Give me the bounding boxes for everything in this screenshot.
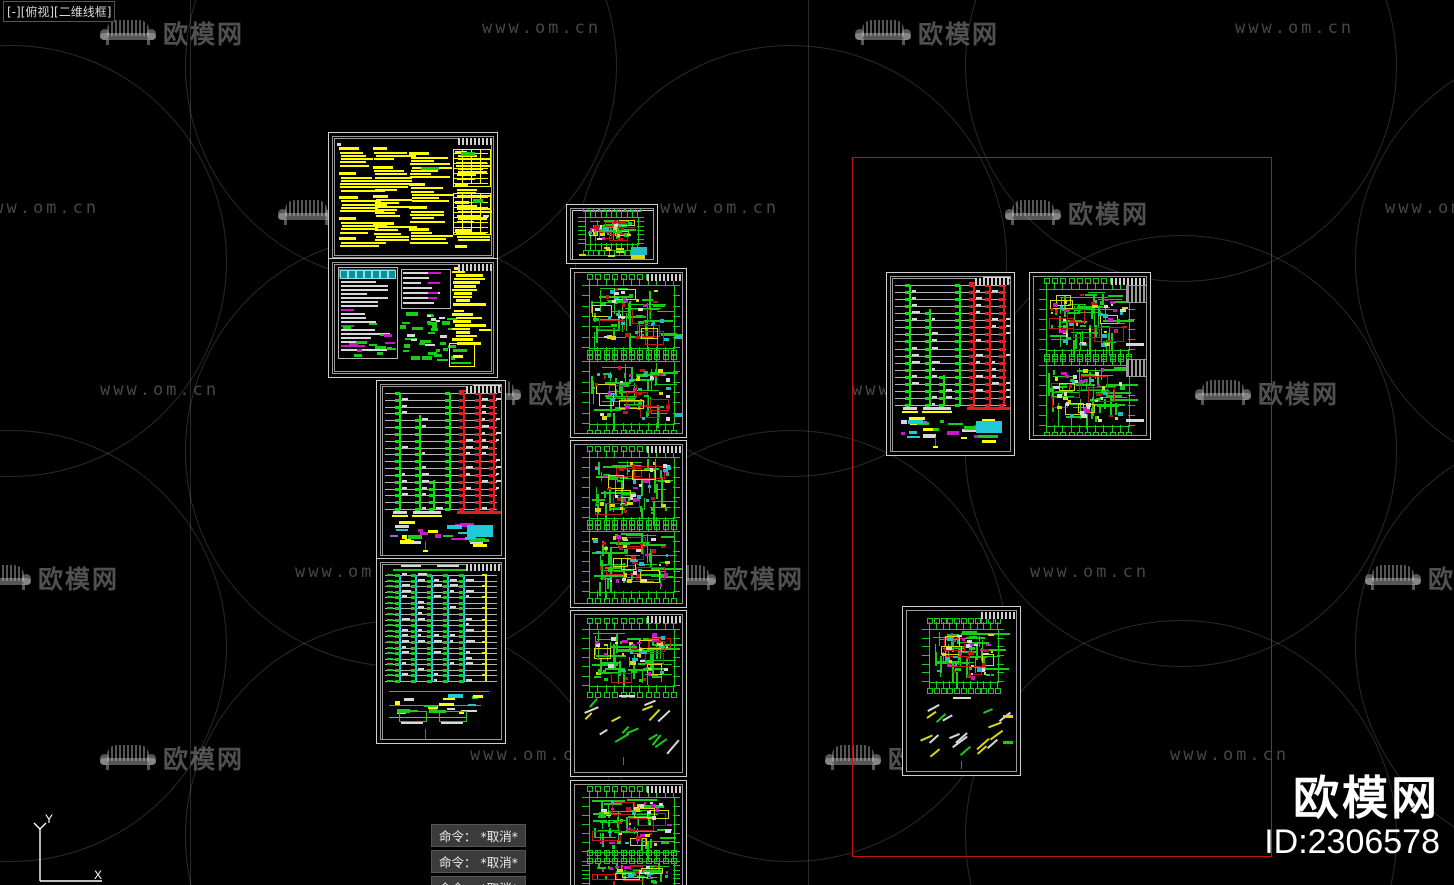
- title-block-icon: [647, 446, 681, 453]
- watermark-brand-text: 欧模网: [1258, 380, 1340, 409]
- command-line-entry[interactable]: 命令： *取消*: [431, 876, 526, 885]
- command-line-entry[interactable]: 命令： *取消*: [431, 850, 526, 873]
- watermark-url: www.om.cn: [0, 198, 99, 218]
- title-block-icon: [647, 616, 681, 623]
- watermark-brand-text: 欧模网: [918, 20, 1000, 49]
- watermark-url: www.om.cn: [660, 198, 779, 218]
- watermark-brand-text: 欧模网: [1428, 565, 1454, 594]
- watermark-logo: 欧模网: [1005, 195, 1149, 231]
- sofa-icon: [278, 200, 334, 226]
- drawing-small-plan-top[interactable]: [566, 204, 658, 264]
- drawing-plan-detail-bottom-right[interactable]: [902, 606, 1021, 776]
- watermark-url-text: www.om.cn: [1385, 198, 1454, 218]
- sofa-icon: [1005, 200, 1061, 226]
- watermark-url-text: www.om.cn: [1170, 745, 1290, 765]
- sofa-icon: [100, 745, 156, 771]
- watermark-url: www.om.cn: [1385, 198, 1454, 218]
- drawing-spec-notes-sheet[interactable]: [328, 132, 498, 262]
- command-line-entry[interactable]: 命令： *取消*: [431, 824, 526, 847]
- watermark-logo: 欧模网: [1365, 560, 1454, 596]
- watermark-logo: 欧模网: [100, 15, 244, 51]
- title-block-icon: [647, 786, 681, 793]
- drawing-floor-plan-right[interactable]: [1029, 272, 1151, 440]
- drawing-riser-diagram-right[interactable]: [886, 272, 1015, 456]
- ucs-y-label: Y: [45, 812, 53, 826]
- watermark-url-text: www.om.cn: [0, 198, 100, 218]
- brand-name: 欧模网: [1293, 770, 1440, 825]
- watermark-url-text: www.om.cn: [1235, 18, 1355, 38]
- watermark-brand-text: 欧模网: [163, 745, 245, 774]
- drawing-floor-plan-stack-4[interactable]: [570, 780, 687, 885]
- drawing-legend-symbol-sheet[interactable]: [328, 258, 498, 378]
- watermark-logo: 欧模网: [855, 15, 999, 51]
- watermark-brand-text: 欧模网: [1068, 200, 1150, 229]
- watermark-logo: 欧模网: [1195, 375, 1339, 411]
- drawing-riser-diagram-left[interactable]: [376, 380, 506, 560]
- title-block-icon: [1111, 278, 1145, 285]
- sofa-icon: [1195, 380, 1251, 406]
- drawing-floor-plan-stack-1[interactable]: [570, 268, 687, 438]
- brand-overlay: 欧模网 ID:2306578: [1264, 774, 1440, 863]
- watermark-url: www.om.cn: [1030, 562, 1149, 582]
- watermark-url-text: www.om.cn: [1030, 562, 1150, 582]
- title-block-icon: [466, 386, 500, 393]
- sofa-icon: [0, 565, 31, 591]
- watermark-url-text: www.om.cn: [100, 380, 220, 400]
- watermark-brand-text: 欧模网: [723, 565, 805, 594]
- drawing-floor-plan-stack-3[interactable]: [570, 610, 687, 777]
- watermark-url-text: www.om.cn: [660, 198, 780, 218]
- watermark-brand-text: 欧模网: [163, 20, 245, 49]
- sofa-icon: [100, 20, 156, 46]
- ucs-icon: Y X: [18, 801, 118, 885]
- title-block-icon: [458, 264, 492, 271]
- watermark-url: www.om.cn: [100, 380, 219, 400]
- watermark-logo: 欧模网: [0, 560, 119, 596]
- watermark-url: www.om.cn: [1235, 18, 1354, 38]
- title-block-icon: [981, 612, 1015, 619]
- brand-id: ID:2306578: [1264, 823, 1440, 862]
- watermark-logo: 欧模网: [100, 740, 244, 776]
- drawing-floor-plan-stack-2[interactable]: [570, 440, 687, 608]
- sofa-icon: [1365, 565, 1421, 591]
- sofa-icon: [825, 745, 881, 771]
- command-line-history[interactable]: 命令： *取消* 命令： *取消* 命令： *取消*: [431, 824, 526, 885]
- title-block-icon: [975, 278, 1009, 285]
- title-block-icon: [466, 564, 500, 571]
- watermark-url: www.om.cn: [1170, 745, 1289, 765]
- ucs-x-label: X: [94, 868, 102, 882]
- watermark-url-text: www.om.cn: [482, 18, 602, 38]
- title-block-icon: [647, 274, 681, 281]
- sofa-icon: [855, 20, 911, 46]
- watermark-brand-text: 欧模网: [38, 565, 120, 594]
- viewport-label[interactable]: [-][俯视][二维线框]: [3, 1, 116, 22]
- title-block-icon: [458, 138, 492, 145]
- drawing-electrical-riser-left[interactable]: [376, 558, 506, 744]
- watermark-url: www.om.cn: [482, 18, 601, 38]
